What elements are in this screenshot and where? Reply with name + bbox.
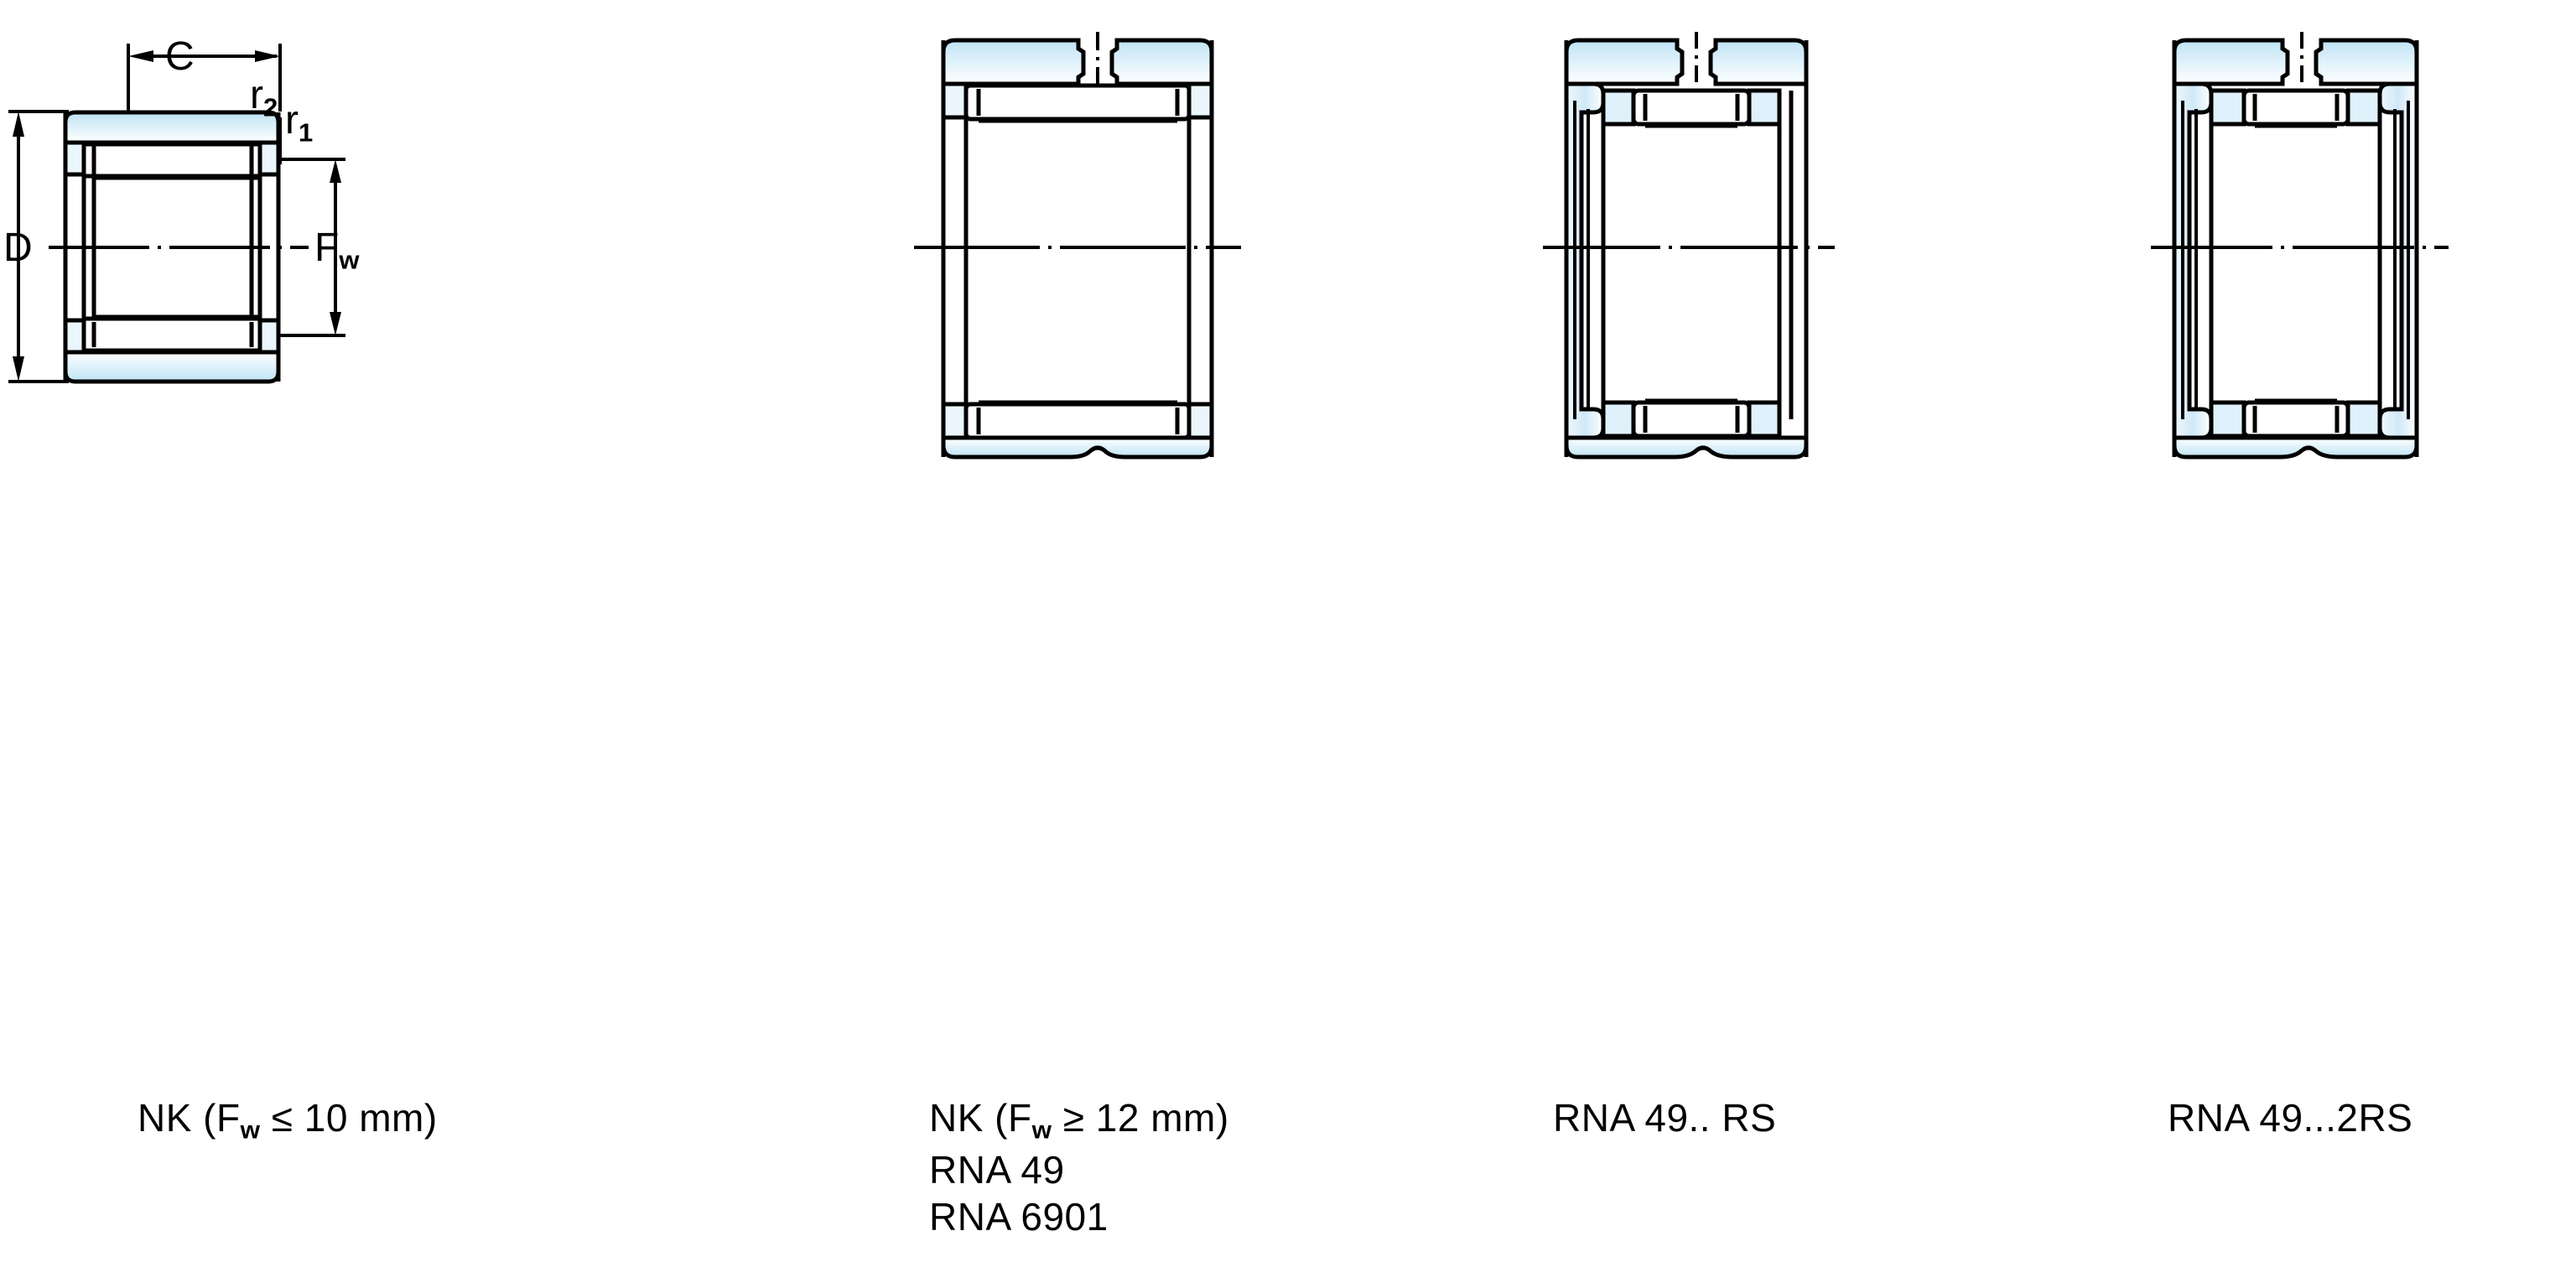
fig4-seal-left [2172, 81, 2214, 440]
fig4-seal-left-detail-lines [2181, 101, 2198, 419]
fig2-outer-ring-top-right [1109, 38, 1214, 86]
fig4-ring-lip-bottom-right [2345, 400, 2382, 439]
dimension-label-r1: r1 [285, 97, 313, 148]
fig3-seal-detail-lines [1573, 101, 1590, 419]
fig1-ring-lip-bottom-left [63, 318, 86, 355]
dim-fw-arrow-bottom [330, 312, 341, 335]
dimension-label-r2-sub: 2 [262, 92, 278, 122]
fig2-ring-lip-bottom-left [941, 402, 969, 440]
fig4-seal-right [2377, 81, 2419, 440]
fig1-needle-roller-top [81, 142, 262, 179]
figure-2-bearing-nk-large [914, 32, 1241, 460]
dimension-label-d: D [3, 226, 33, 270]
dimension-fw-group [280, 158, 345, 337]
fig4-outer-ring-top-left [2172, 38, 2290, 86]
fig3-side-walls [1564, 40, 1809, 457]
fig3-outer-ring-top-left [1564, 38, 1685, 86]
dimension-label-fw: Fw [314, 225, 359, 275]
fig1-outer-ring-top [63, 110, 281, 145]
fig2-ring-lip-bottom-right [1187, 402, 1214, 440]
fig3-needle-roller-top [1631, 88, 1752, 127]
fig1-ring-lip-top-right [257, 140, 281, 177]
fig3-outer-ring-top-right [1708, 38, 1809, 86]
fig2-outer-ring-bottom [941, 435, 1214, 460]
figure-4-caption: RNA 49...2RS [2168, 1094, 2412, 1141]
fig2-needle-roller-bottom [963, 402, 1192, 440]
fig3-ring-lip-top-left [1601, 88, 1636, 127]
fig3-outer-ring-bottom [1564, 435, 1809, 460]
figure-2-caption-line-2: RNA 49 [929, 1147, 1065, 1192]
fig4-ring-lip-top-left [2209, 88, 2246, 127]
figure-4-caption-line-1: RNA 49...2RS [2168, 1096, 2413, 1140]
fig1-needle-roller-bottom [81, 316, 262, 353]
fig4-ring-lip-top-right [2345, 88, 2382, 127]
dim-c-arrow-right [255, 50, 280, 62]
figure-4-bearing-rna49-2rs [2151, 32, 2449, 460]
figure-3-caption: RNA 49.. RS [1553, 1094, 1776, 1141]
fig3-ring-lip-bottom-left [1601, 400, 1636, 439]
figure-2-caption: NK (Fw ≥ 12 mm) RNA 49 RNA 6901 [929, 1094, 1229, 1240]
fig2-needle-roller-top [963, 83, 1192, 122]
dimension-label-r1-sub: 1 [298, 117, 314, 148]
dimension-label-r2-main: r [250, 73, 263, 117]
fig3-ring-lip-top-right [1747, 88, 1782, 127]
figure-3-caption-line-1: RNA 49.. RS [1553, 1096, 1777, 1140]
figure-1-caption-line-1: NK (Fw ≤ 10 mm) [138, 1096, 438, 1145]
figure-1-bearing-nk-small [8, 44, 345, 384]
fig4-outer-ring-top-right [2314, 38, 2419, 86]
dimension-label-fw-sub: w [339, 245, 360, 275]
dimension-label-fw-main: F [314, 226, 340, 270]
figure-1-caption: NK (Fw ≤ 10 mm) [138, 1094, 438, 1146]
fig2-outer-ring-top [941, 38, 1086, 86]
dim-d-arrow-bottom [13, 356, 24, 382]
fig4-seal-right-detail-lines [2393, 101, 2410, 419]
fig1-outer-ring-bottom [63, 350, 281, 384]
fig4-needle-roller-top [2241, 88, 2350, 127]
fig2-ring-lip-top-left [941, 81, 969, 120]
fig4-outer-ring-bottom [2172, 435, 2419, 460]
fig3-needle-roller-bottom [1631, 400, 1752, 439]
dimension-label-c: C [165, 34, 195, 79]
dimension-label-r1-main: r [285, 98, 299, 143]
fig1-ring-lip-bottom-right [257, 318, 281, 355]
fig2-ring-lip-top-right [1187, 81, 1214, 120]
fig4-ring-lip-bottom-left [2209, 400, 2246, 439]
fig1-ring-lip-top-left [63, 140, 86, 177]
dim-c-arrow-left [128, 50, 153, 62]
dimension-label-r2: r2 [250, 72, 278, 122]
figure-3-bearing-rna49-rs [1543, 32, 1835, 460]
fig3-ring-lip-bottom-right [1747, 400, 1782, 439]
fig3-seal-left [1564, 81, 1606, 440]
figure-2-caption-line-1: NK (Fw ≥ 12 mm) [929, 1096, 1229, 1145]
fig4-needle-roller-bottom [2241, 400, 2350, 439]
figure-2-caption-line-3: RNA 6901 [929, 1195, 1109, 1239]
dim-fw-arrow-top [330, 159, 341, 183]
dim-d-arrow-top [13, 112, 24, 137]
